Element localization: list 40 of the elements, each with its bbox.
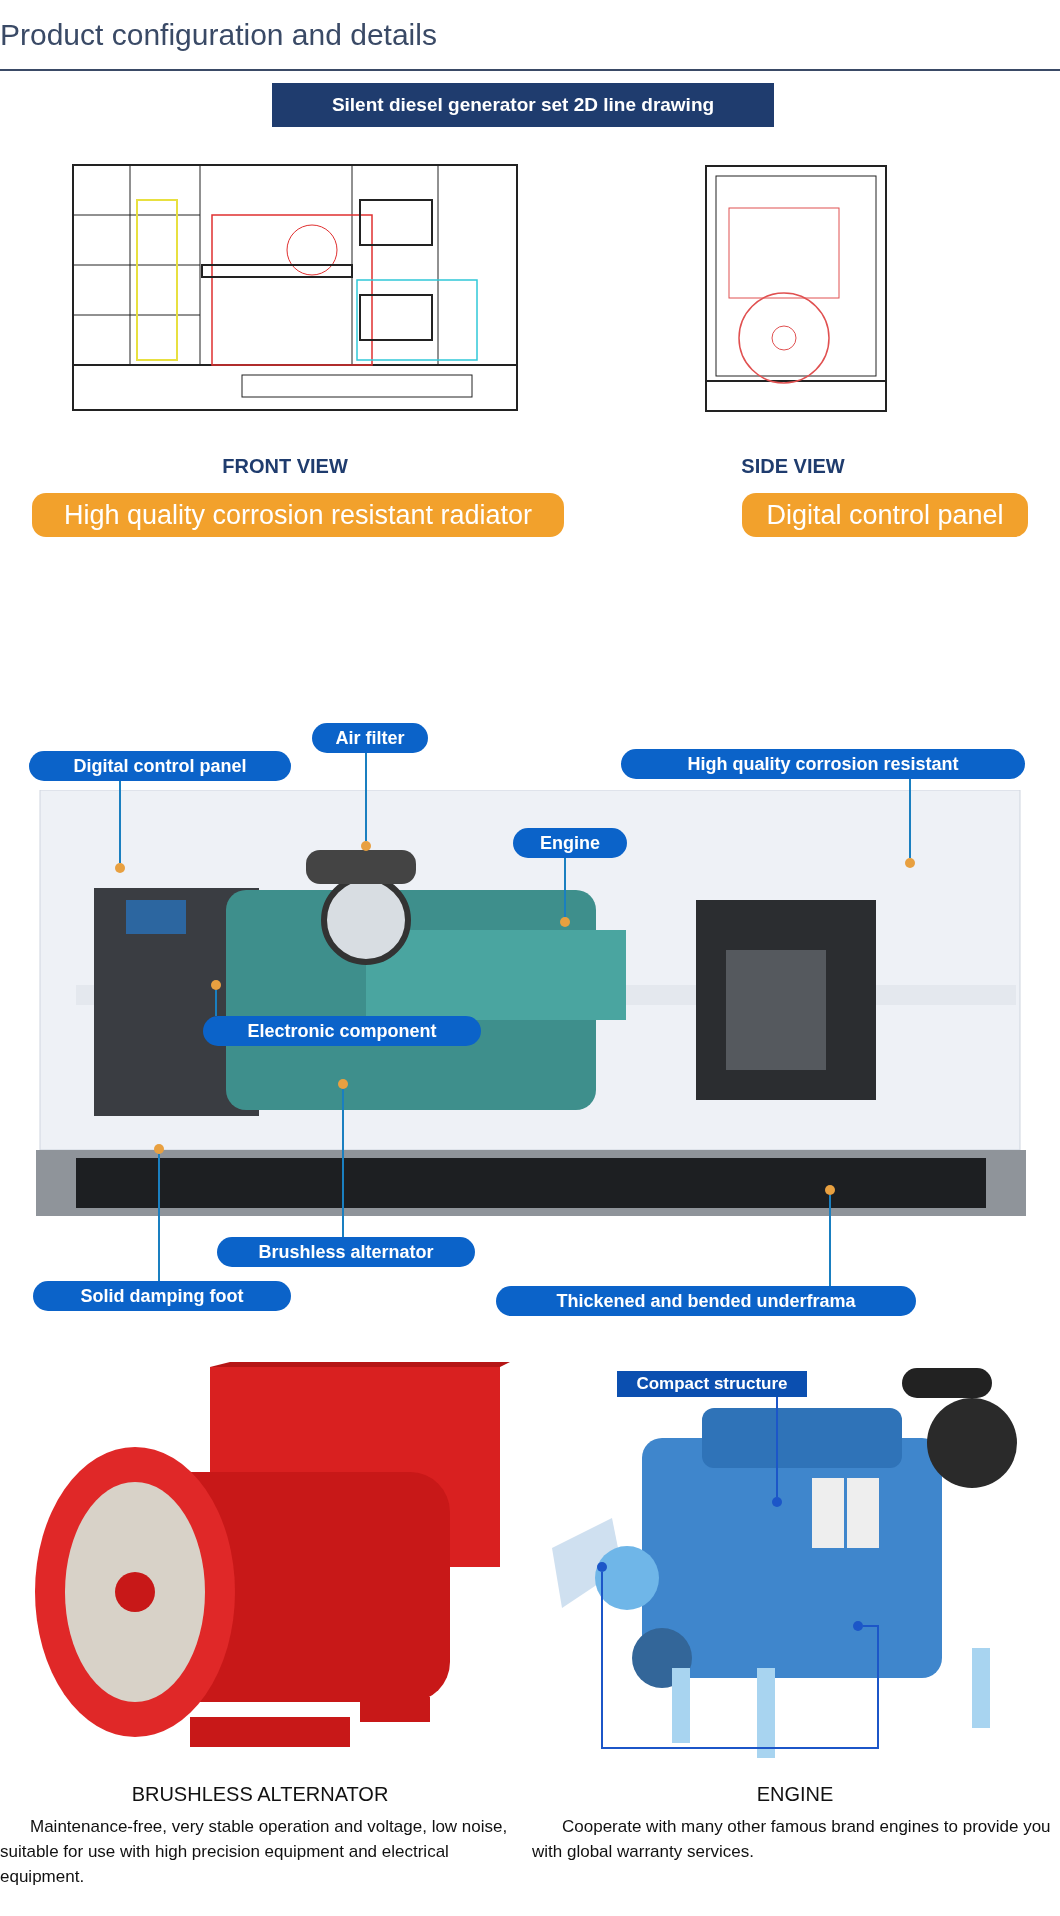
feature-badge: Digital control panel <box>742 493 1028 537</box>
marker-dot <box>211 980 221 990</box>
leader-line <box>909 778 911 859</box>
marker-dot <box>825 1185 835 1195</box>
marker-dot <box>853 1621 863 1631</box>
leader-line <box>564 857 566 918</box>
leader-line <box>776 1396 778 1498</box>
callout-label: Engine <box>513 828 627 858</box>
marker-dot <box>597 1562 607 1572</box>
marker-dot <box>154 1144 164 1154</box>
callout-label: Brushless alternator <box>217 1237 475 1267</box>
marker-dot <box>560 917 570 927</box>
page-title: Product configuration and details <box>0 18 438 53</box>
banner-heading: Silent diesel generator set 2D line drawing <box>272 83 774 127</box>
leader-line <box>601 1571 879 1749</box>
product-description: Maintenance-free, very stable operation and voltage, low noise, suitable for use with high precision equipment and electrical equipment. <box>0 1816 509 1888</box>
marker-dot <box>905 858 915 868</box>
view-heading: FRONT VIEW <box>221 455 349 479</box>
leader-line <box>829 1194 831 1287</box>
leader-line <box>119 780 121 864</box>
leader-line <box>215 989 217 1017</box>
callout-label: Digital control panel <box>29 751 291 781</box>
callout-label: Thickened and bended underframa <box>496 1286 916 1316</box>
product-heading: ENGINE <box>755 1783 835 1807</box>
callout-label: Solid damping foot <box>33 1281 291 1311</box>
marker-dot <box>772 1497 782 1507</box>
marker-dot <box>115 863 125 873</box>
view-heading: SIDE VIEW <box>740 455 846 479</box>
marker-dot <box>338 1079 348 1089</box>
marker-dot <box>361 841 371 851</box>
callout-label: Compact structure <box>617 1371 807 1397</box>
leader-line <box>365 752 367 842</box>
product-description: Cooperate with many other famous brand engines to provide you with global warranty services. <box>532 1816 1052 1863</box>
feature-badge: High quality corrosion resistant radiator <box>32 493 564 537</box>
callout-label: High quality corrosion resistant <box>621 749 1025 779</box>
leader-line <box>342 1088 344 1238</box>
leader-line <box>158 1153 160 1282</box>
product-heading: BRUSHLESS ALTERNATOR <box>130 1783 390 1807</box>
callout-label: Air filter <box>312 723 428 753</box>
callout-label: Electronic component <box>203 1016 481 1046</box>
